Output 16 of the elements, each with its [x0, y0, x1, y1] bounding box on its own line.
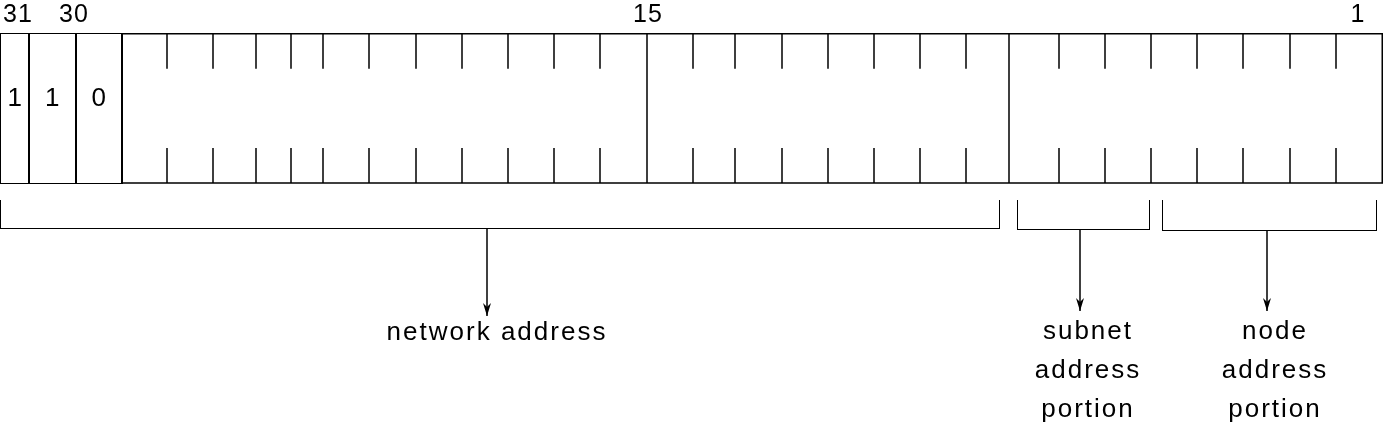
- field-caption: subnet address portion: [1034, 311, 1142, 428]
- arrow: [1076, 229, 1084, 312]
- bit-number: 15: [633, 0, 663, 26]
- bit-cell: 0: [75, 33, 123, 184]
- bracket: [1162, 200, 1377, 231]
- bit-cell: 1: [28, 33, 77, 184]
- bit-cell: 1: [0, 33, 30, 184]
- bracket: [0, 200, 1000, 229]
- bit-number: 31: [3, 0, 33, 26]
- field-caption: network address: [386, 316, 608, 346]
- bit-number: 1: [1350, 0, 1366, 26]
- field-caption: node address portion: [1221, 311, 1329, 428]
- arrow: [1263, 230, 1271, 312]
- bracket: [1017, 200, 1150, 230]
- arrow: [483, 228, 491, 317]
- bit-number: 30: [59, 0, 89, 26]
